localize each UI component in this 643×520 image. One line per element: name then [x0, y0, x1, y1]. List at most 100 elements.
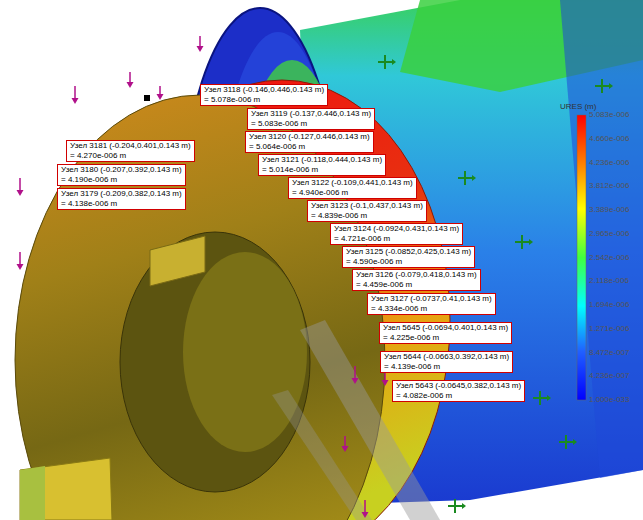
- load-head: [127, 82, 134, 88]
- probe-callout: Узел 3124 (-0.0924,0.431,0.143 m)= 4.721…: [330, 223, 463, 245]
- ring-front-face: [15, 95, 385, 520]
- load-head: [17, 264, 24, 270]
- load-arrow: [362, 500, 369, 518]
- load-head: [362, 512, 369, 518]
- fixture-cross: [448, 499, 462, 513]
- load-line: [129, 72, 131, 83]
- fixture-symbol: [448, 499, 466, 513]
- node-coordinates: Узел 3118 (-0.146,0.446,0.143 m): [204, 85, 324, 95]
- node-coordinates: Узел 5644 (-0.0663,0.392,0.143 m): [384, 352, 509, 362]
- displacement-value: = 4.138e-006 m: [61, 199, 182, 209]
- node-coordinates: Узел 3124 (-0.0924,0.431,0.143 m): [334, 224, 459, 234]
- load-arrow: [17, 252, 24, 270]
- fixture-symbol: [533, 391, 551, 405]
- load-line: [344, 436, 346, 447]
- load-arrow: [72, 86, 79, 104]
- load-arrow: [157, 86, 164, 100]
- scale-value: 4.236e-006: [589, 158, 629, 168]
- load-line: [354, 366, 356, 379]
- node-coordinates: Узел 3121 (-0.118,0.444,0.143 m): [262, 155, 382, 165]
- scale-value: 2.965e-006: [589, 229, 629, 239]
- fixture-cross: [458, 171, 472, 185]
- node-coordinates: Узел 5643 (-0.0645,0.382,0.143 m): [396, 381, 521, 391]
- load-head: [342, 446, 349, 452]
- probe-callout: Узел 3179 (-0.209,0.382,0.143 m)= 4.138e…: [57, 188, 186, 210]
- boundary-symbols: [17, 36, 614, 518]
- displacement-value: = 5.078e-006 m: [204, 95, 324, 105]
- fixture-symbol: [595, 79, 613, 93]
- load-head: [17, 190, 24, 196]
- node-coordinates: Узел 3125 (-0.0852,0.425,0.143 m): [346, 247, 471, 257]
- node-coordinates: Узел 3127 (-0.0737,0.41,0.143 m): [371, 294, 492, 304]
- node-coordinates: Узел 5645 (-0.0694,0.401,0.143 m): [383, 323, 508, 333]
- fixture-head: [529, 239, 533, 245]
- probe-callout: Узел 5644 (-0.0663,0.392,0.143 m)= 4.139…: [380, 351, 513, 373]
- fixture-head: [472, 175, 476, 181]
- load-line: [199, 36, 201, 47]
- displacement-value: = 4.721e-006 m: [334, 234, 459, 244]
- displacement-value: = 4.839e-006 m: [311, 211, 423, 221]
- fixture-symbol: [378, 55, 396, 69]
- scale-value: 2.118e-006: [589, 276, 629, 286]
- displacement-value: = 4.139e-006 m: [384, 362, 509, 372]
- scale-value: 1.694e-006: [589, 300, 629, 310]
- color-scale-bar: [577, 115, 586, 400]
- displacement-value: = 4.590e-006 m: [346, 257, 471, 267]
- fixture-symbol: [559, 435, 577, 449]
- displacement-value: = 4.190e-006 m: [61, 175, 182, 185]
- probe-callout: Узел 3119 (-0.137,0.446,0.143 m)= 5.083e…: [247, 108, 375, 130]
- scale-value: 4.660e-006: [589, 134, 629, 144]
- load-head: [157, 94, 164, 100]
- displacement-value: = 5.064e-006 m: [249, 142, 370, 152]
- load-arrow: [197, 36, 204, 52]
- probe-callout: Узел 3181 (-0.204,0.401,0.143 m)= 4.270e…: [66, 140, 195, 162]
- fixture-head: [462, 503, 466, 509]
- scale-value: 1.000e-033: [589, 395, 629, 405]
- displacement-value: = 4.334e-006 m: [371, 304, 492, 314]
- load-head: [197, 46, 204, 52]
- keyway: [150, 236, 205, 286]
- scale-value: 1.271e-006: [589, 324, 629, 334]
- fixture-head: [573, 439, 577, 445]
- displacement-value: = 4.082e-006 m: [396, 391, 521, 401]
- fixture-head: [547, 395, 551, 401]
- probe-callout: Узел 3122 (-0.109,0.441,0.143 m)= 4.940e…: [288, 177, 417, 199]
- load-arrow: [352, 366, 359, 384]
- node-coordinates: Узел 3123 (-0.1,0.437,0.143 m): [311, 201, 423, 211]
- drum-shade: [560, 0, 643, 478]
- keyway-lower-side: [20, 466, 45, 520]
- keyway-lower: [20, 458, 112, 520]
- scale-value: 4.236e-007: [589, 371, 629, 381]
- load-arrow: [342, 436, 349, 452]
- probe-callout: Узел 3127 (-0.0737,0.41,0.143 m)= 4.334e…: [367, 293, 496, 315]
- fixture-cross: [595, 79, 609, 93]
- displacement-value: = 5.083e-006 m: [251, 119, 371, 129]
- probe-callout: Узел 3118 (-0.146,0.446,0.143 m)= 5.078e…: [200, 84, 328, 106]
- scale-value: 3.812e-006: [589, 181, 629, 191]
- probe-callout: Узел 3121 (-0.118,0.444,0.143 m)= 5.014e…: [258, 154, 386, 176]
- node-coordinates: Узел 3181 (-0.204,0.401,0.143 m): [70, 141, 191, 151]
- load-line: [364, 500, 366, 513]
- probe-callout: Узел 5643 (-0.0645,0.382,0.143 m)= 4.082…: [392, 380, 525, 402]
- probe-callout: Узел 3180 (-0.207,0.392,0.143 m)= 4.190e…: [57, 164, 186, 186]
- fixture-head: [392, 59, 396, 65]
- fixture-cross: [533, 391, 547, 405]
- scale-value: 8.472e-007: [589, 348, 629, 358]
- fixture-head: [609, 83, 613, 89]
- node-coordinates: Узел 3120 (-0.127,0.446,0.143 m): [249, 132, 370, 142]
- scale-value: 3.389e-006: [589, 205, 629, 215]
- displacement-value: = 4.459e-006 m: [356, 280, 477, 290]
- load-arrow: [127, 72, 134, 88]
- fixture-cross: [559, 435, 573, 449]
- ring-bore-wall: [183, 252, 307, 452]
- node-coordinates: Узел 3122 (-0.109,0.441,0.143 m): [292, 178, 413, 188]
- fixture-symbol: [458, 171, 476, 185]
- load-line: [74, 86, 76, 99]
- scale-value: 5.083e-006: [589, 110, 629, 120]
- load-head: [352, 378, 359, 384]
- scale-value: 2.542e-006: [589, 253, 629, 263]
- load-line: [19, 252, 21, 265]
- load-arrow: [17, 178, 24, 196]
- node-coordinates: Узел 3179 (-0.209,0.382,0.143 m): [61, 189, 182, 199]
